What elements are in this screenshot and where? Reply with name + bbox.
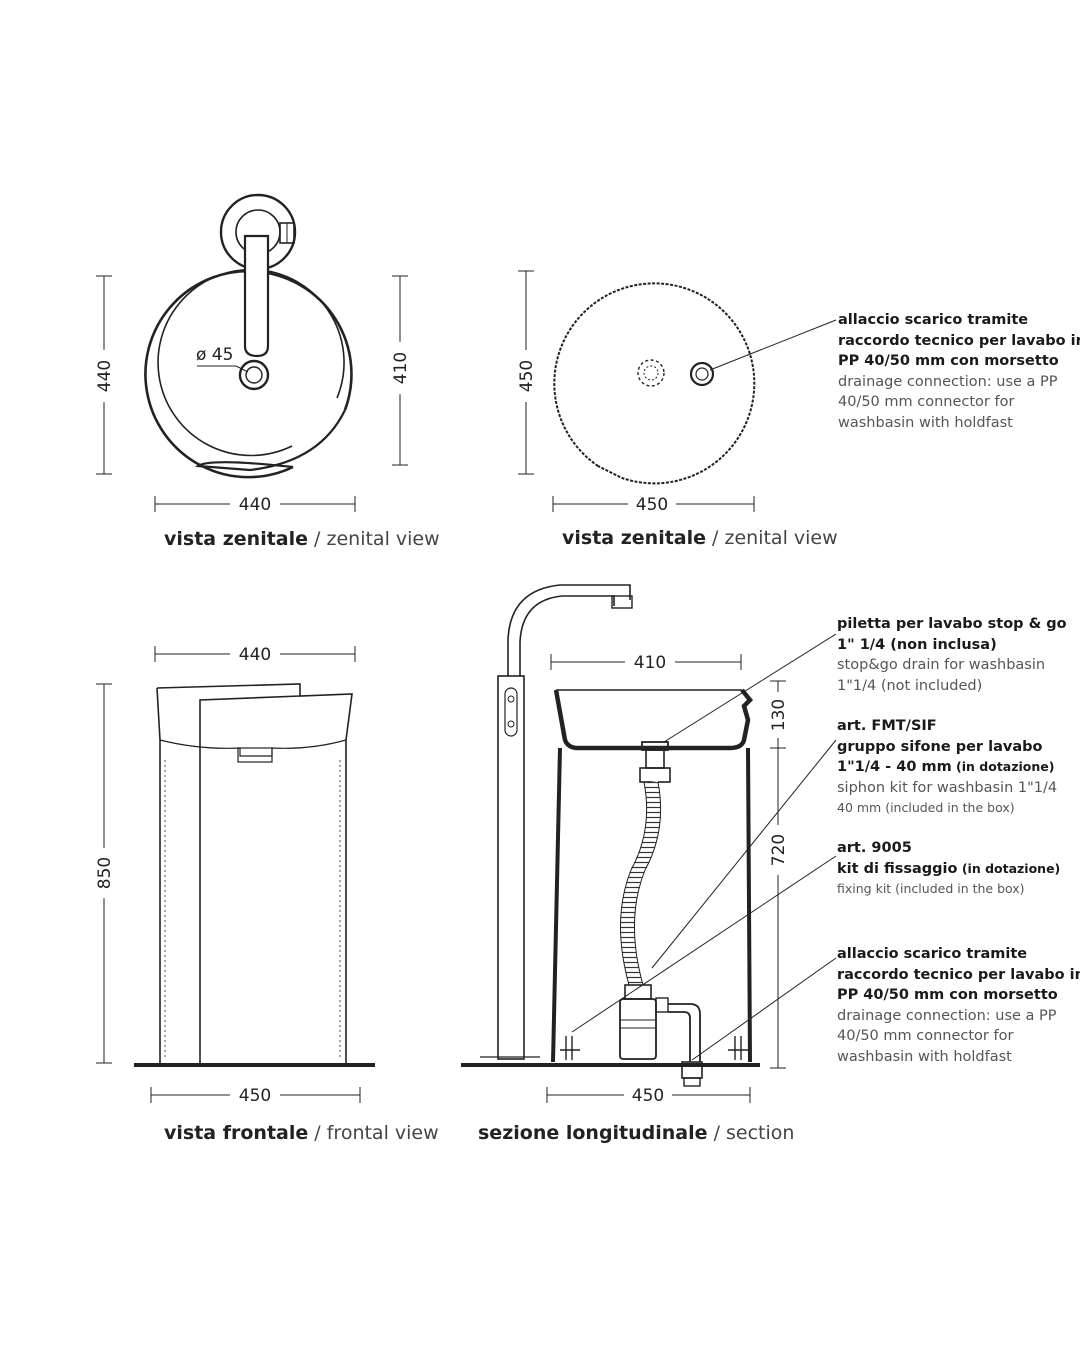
siphon-body-icon [619, 998, 657, 1060]
caption-light: zenital view [326, 528, 440, 550]
dimension-lines [518, 270, 755, 512]
note-en-line: 1"1/4 (not included) [837, 677, 983, 694]
dim-height-450: 450 [517, 360, 537, 392]
note-it-line: allaccio scarico tramite [837, 946, 1028, 962]
note-drain-connection-top: allaccio scarico tramite raccordo tecnic… [838, 310, 1080, 433]
dim-top-width-410: 410 [634, 653, 666, 673]
dim-drain-height-720: 720 [769, 834, 789, 866]
dim-base-width-450: 450 [239, 1086, 271, 1106]
caption-light: zenital view [724, 527, 838, 549]
note-it-line: allaccio scarico tramite [838, 312, 1029, 328]
caption-bold: vista frontale [164, 1122, 309, 1144]
note-it-line: kit di fissaggio (in dotazione) [837, 859, 1060, 880]
note-en-line: 40 mm (included in the box) [837, 800, 1015, 815]
dim-height-440: 440 [95, 360, 115, 392]
zenital-view-right [518, 270, 837, 512]
note-it-line: piletta per lavabo stop & go [837, 616, 1067, 632]
caption-frontal-view: vista frontale / frontal view [164, 1122, 439, 1144]
note-it-small: (in dotazione) [957, 860, 1061, 876]
dim-bowl-depth-130: 130 [769, 699, 789, 731]
note-en-line: washbasin with holdfast [837, 1048, 1012, 1065]
caption-light: section [726, 1122, 795, 1144]
note-siphon-kit: art. FMT/SIF gruppo sifone per lavabo 1"… [837, 716, 1057, 819]
note-en-line: fixing kit (included in the box) [837, 881, 1025, 896]
dimension-lines [96, 646, 361, 1103]
dim-width-440: 440 [239, 495, 271, 515]
caption-separator: / [707, 1122, 727, 1144]
dim-height-410: 410 [391, 352, 411, 384]
caption-separator: / [308, 528, 327, 550]
note-en-line: siphon kit for washbasin 1"1/4 [837, 779, 1058, 796]
note-en-line: drainage connection: use a PP [838, 373, 1058, 390]
note-it-line: 1"1/4 - 40 mm (in dotazione) [837, 757, 1057, 778]
frontal-view [96, 646, 375, 1103]
fixing-bracket-icon [560, 1036, 580, 1060]
leader-lines [571, 633, 837, 1061]
note-it-text: kit di fissaggio [837, 860, 958, 877]
dimension-lines [546, 654, 786, 1103]
note-it-text: 1"1/4 - 40 mm [837, 759, 952, 775]
note-en-line: drainage connection: use a PP [837, 1007, 1057, 1024]
note-it-line: PP 40/50 mm con morsetto [837, 987, 1058, 1003]
note-drain-connection-bottom: allaccio scarico tramite raccordo tecnic… [837, 944, 1080, 1067]
dim-width-450: 450 [636, 495, 668, 515]
section-view [461, 584, 837, 1103]
zenital-view-left [96, 193, 408, 512]
note-it-line: 1" 1/4 (non inclusa) [837, 636, 997, 653]
note-en-line: 40/50 mm connector for [838, 394, 1015, 410]
note-it-line: PP 40/50 mm con morsetto [838, 353, 1059, 369]
caption-zenital-view-left: vista zenitale / zenital view [164, 528, 440, 550]
note-piletta: piletta per lavabo stop & go 1" 1/4 (non… [837, 614, 1067, 696]
leader-line [709, 319, 837, 371]
note-code: art. 9005 [837, 840, 912, 856]
dim-base-width-450-section: 450 [632, 1086, 664, 1106]
dim-drain-diameter: ø 45 [196, 345, 233, 365]
note-it-line: gruppo sifone per lavabo [837, 738, 1043, 755]
caption-bold: vista zenitale [164, 528, 309, 550]
drain-icon [238, 359, 270, 391]
caption-bold: vista zenitale [562, 527, 707, 549]
caption-light: frontal view [326, 1122, 439, 1144]
caption-separator: / [706, 527, 725, 549]
note-it-line: raccordo tecnico per lavabo in [837, 966, 1080, 983]
caption-bold: sezione longitudinale [478, 1122, 708, 1144]
note-en-line: washbasin with holdfast [838, 414, 1013, 431]
note-en-line: 40/50 mm connector for [837, 1028, 1014, 1044]
note-it-line: raccordo tecnico per lavabo in [838, 332, 1080, 349]
caption-zenital-view-right: vista zenitale / zenital view [562, 527, 838, 549]
dim-height-850: 850 [95, 857, 115, 889]
note-code: art. FMT/SIF [837, 718, 937, 734]
siphon-hose-icon [620, 780, 661, 987]
note-fixing-kit: art. 9005 kit di fissaggio (in dotazione… [837, 838, 1060, 900]
caption-section-view: sezione longitudinale / section [478, 1122, 794, 1144]
dimension-lines [96, 275, 408, 512]
caption-separator: / [308, 1122, 327, 1144]
note-en-line: stop&go drain for washbasin [837, 657, 1046, 673]
drain-connection-icon [689, 361, 715, 387]
dim-top-width-440: 440 [239, 645, 271, 665]
note-it-small: (in dotazione) [951, 759, 1055, 774]
